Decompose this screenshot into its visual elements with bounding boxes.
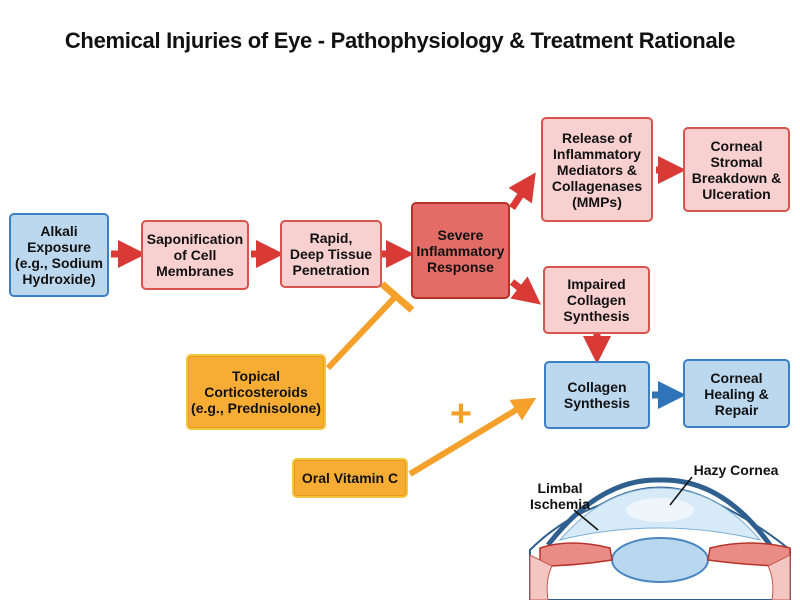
- node-tissue-penetration: Rapid, Deep Tissue Penetration: [280, 220, 382, 288]
- arrow-inflammatory-to-mediators: [508, 172, 536, 210]
- node-collagen-synthesis: Collagen Synthesis: [544, 361, 650, 429]
- node-inflammatory-response: Severe Inflammatory Response: [411, 202, 510, 299]
- inhibitor-bar: [379, 281, 415, 313]
- node-corneal-healing: Corneal Healing & Repair: [683, 359, 790, 428]
- node-topical-corticosteroids: Topical Corticosteroids (e.g., Prednisol…: [186, 354, 326, 430]
- node-oral-vitamin-c: Oral Vitamin C: [292, 458, 408, 498]
- node-saponification: Saponification of Cell Membranes: [141, 220, 249, 290]
- hazy-spot: [626, 498, 694, 522]
- arrow-inflammatory-to-impaired: [509, 276, 542, 305]
- inhibitor-steroids-line: [325, 293, 399, 371]
- pointer-limbal: [573, 509, 599, 531]
- node-alkali-exposure: Alkali Exposure (e.g., Sodium Hydroxide): [9, 213, 109, 297]
- node-impaired-collagen: Impaired Collagen Synthesis: [543, 266, 650, 334]
- cornea-outer: [546, 477, 773, 547]
- iris-left: [539, 542, 613, 567]
- lens: [611, 537, 709, 583]
- node-mediators-release: Release of Inflammatory Mediators & Coll…: [541, 117, 653, 222]
- pointer-hazy: [669, 476, 693, 506]
- diagram-title: Chemical Injuries of Eye - Pathophysiolo…: [64, 28, 736, 53]
- label-hazy-cornea: Hazy Cornea: [693, 462, 779, 478]
- node-stromal-breakdown: Corneal Stromal Breakdown & Ulceration: [683, 127, 790, 212]
- arrow-vitc-to-collagen: [408, 397, 537, 477]
- eye-illustration: [529, 476, 791, 600]
- label-limbal-ischemia: Limbal Ischemia: [530, 480, 590, 512]
- plus-symbol: +: [449, 393, 473, 435]
